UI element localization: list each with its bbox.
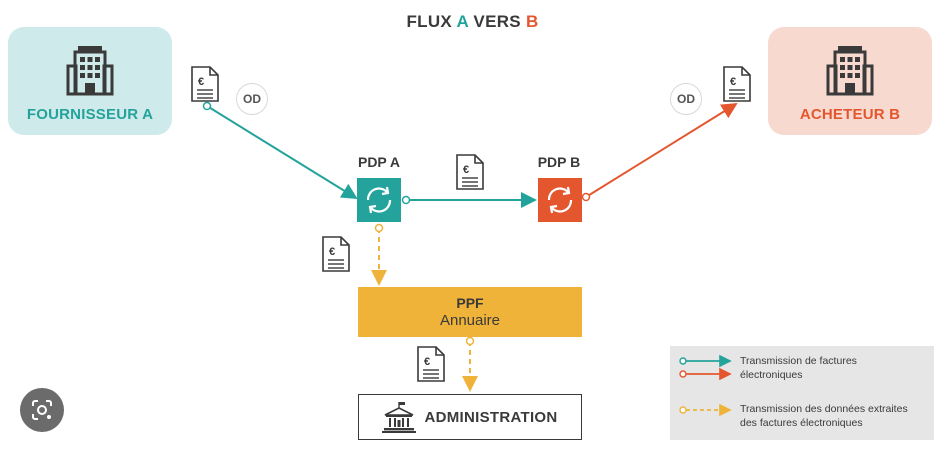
legend-data-line1: Transmission des données extraites	[740, 403, 908, 415]
edge-start-dot	[401, 195, 411, 205]
edge-start-dot	[465, 336, 475, 346]
government-building-icon	[382, 402, 417, 433]
building-icon	[826, 46, 874, 96]
administration-label: ADMINISTRATION	[424, 408, 558, 426]
od-badge-left: OD	[236, 83, 268, 115]
svg-text:€: €	[730, 76, 736, 88]
euro-invoice-document-icon: €	[417, 346, 445, 382]
title-middle: VERS	[468, 12, 526, 31]
edge-start-dot	[374, 223, 384, 233]
pdp-a-label: PDP A	[357, 154, 400, 170]
legend-invoices-line1: Transmission de factures	[740, 355, 857, 367]
legend-data-text: Transmission des données extraites des f…	[740, 402, 930, 430]
sync-arrows-icon	[366, 186, 392, 214]
svg-text:€: €	[424, 356, 430, 368]
sync-arrows-icon	[547, 186, 573, 214]
euro-invoice-document-icon: €	[191, 66, 219, 102]
edge-pdp-b-to-buyer	[585, 102, 738, 198]
legend-dashed-arrow	[679, 403, 732, 417]
svg-text:€: €	[198, 76, 204, 88]
administration-node: ADMINISTRATION	[358, 394, 582, 440]
legend: Transmission de factures électroniques T…	[670, 346, 934, 440]
edge-start-dot	[202, 101, 212, 111]
ppf-node: PPF Annuaire	[358, 287, 582, 337]
building-icon	[66, 46, 114, 96]
euro-invoice-document-icon: €	[723, 66, 751, 102]
legend-data-line2: des factures électroniques	[740, 417, 863, 429]
pdp-b-label: PDP B	[537, 154, 581, 170]
ppf-title: PPF	[456, 295, 484, 311]
legend-invoices-text: Transmission de factures électroniques	[740, 354, 930, 382]
svg-text:€: €	[329, 246, 335, 258]
ppf-subtitle: Annuaire	[439, 312, 501, 329]
visual-search-button[interactable]	[20, 388, 64, 432]
legend-solid-arrows	[679, 354, 732, 380]
buyer-label: ACHETEUR B	[799, 106, 901, 123]
supplier-node: FOURNISSEUR A	[8, 27, 172, 135]
od-badge-right: OD	[670, 83, 702, 115]
diagram-title: FLUX A VERS B	[0, 12, 945, 32]
legend-invoices-line2: électroniques	[740, 369, 803, 381]
edge-supplier-to-pdp-a	[206, 105, 358, 200]
euro-invoice-document-icon: €	[322, 236, 350, 272]
euro-invoice-document-icon: €	[456, 154, 484, 190]
edge-start-dot	[581, 192, 591, 202]
title-prefix: FLUX	[406, 12, 457, 31]
buyer-node: ACHETEUR B	[768, 27, 932, 135]
svg-text:€: €	[463, 164, 469, 176]
pdp-b-node	[538, 178, 582, 222]
title-a: A	[456, 12, 469, 31]
title-b: B	[525, 12, 539, 31]
supplier-label: FOURNISSEUR A	[26, 106, 154, 123]
camera-lens-icon	[32, 400, 52, 420]
pdp-a-node	[357, 178, 401, 222]
